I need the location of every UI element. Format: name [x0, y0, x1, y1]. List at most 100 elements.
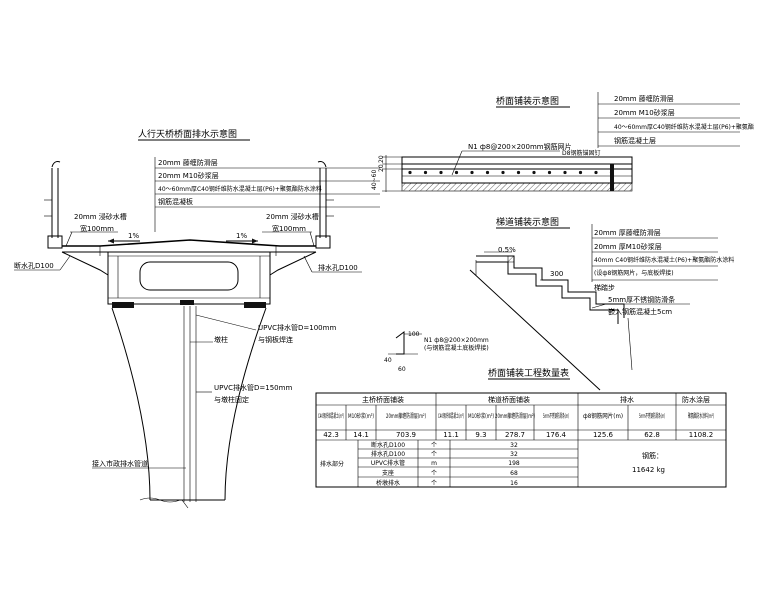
main-layer-2: 20mm M10砂浆层 [158, 171, 219, 180]
deck-dimensions: 20 20 40~60 [371, 155, 402, 192]
deck-mesh-label: N1 ф8@200×200mm钢筋网片 [468, 142, 572, 151]
steel-value: 11642 kg [632, 466, 665, 474]
deck-layer-2: 20mm M10砂浆层 [614, 108, 675, 117]
deck-dim-3: 40~60 [371, 170, 378, 190]
stair-layer-2: 20mm 厚M10砂浆层 [594, 242, 662, 251]
group-stair: 梯道桥面铺装 [488, 395, 530, 404]
rebar-dot [454, 170, 459, 175]
stair-layer-4: (设ф8钢筋网片，与底板焊接) [594, 269, 674, 277]
table-header-cell: ф8钢筋网片(m) [583, 412, 623, 420]
table-value-cell: 703.9 [396, 431, 416, 439]
upvc100-label-1: UPVC排水管D=100mm [258, 323, 336, 332]
rebar-dot [423, 170, 428, 175]
drain-item-name: 桥墩排水 [376, 479, 400, 487]
column-label: 墩柱 [214, 335, 228, 344]
stair-layer-3: 40mm C40钢纤维防水混凝土(P6)+聚氨酯防水涂料 [594, 256, 734, 264]
rebar-dot [408, 170, 412, 175]
table-value-cell: 14.1 [353, 431, 369, 439]
deck-layer-3: 40～60mm厚C40钢纤维防水混凝土层(P6)+聚氨酯 [614, 123, 754, 131]
railing-right [315, 161, 334, 249]
stair-title: 梯道铺装示意图 [496, 216, 559, 228]
table-header-row: C40钢纤维混凝土(m³)M10砂浆(m³)20mm藤缠防滑层(m²)C40钢纤… [318, 412, 714, 420]
table-header-cell: C40钢纤维混凝土(m³) [438, 412, 464, 420]
railing-left [44, 161, 63, 249]
deck-dim-1: 20 [378, 155, 385, 163]
drain-item-unit: 个 [431, 480, 437, 487]
drain-item-name: 断水孔D100 [371, 441, 405, 449]
slope-left-label: 1% [128, 232, 139, 240]
mesh-dim-60: 60 [398, 366, 406, 373]
slope-right-label: 1% [236, 232, 247, 240]
table-header-cell: 20mm藤缠防滑层(m²) [495, 412, 535, 420]
box-girder [107, 251, 271, 308]
rebar-dot [532, 170, 536, 175]
steel-label: 钢筋： [642, 451, 663, 460]
group-drain: 排水 [620, 395, 634, 404]
table-header-cell: 20mm藤缠防滑层(m²) [386, 412, 426, 420]
drain-item-qty: 32 [510, 451, 518, 458]
group-waterproof: 防水涂层 [682, 395, 710, 404]
stair-layer-5: 梯踏步 [594, 283, 615, 292]
drain-left-label-1: 20mm 浸砂水槽 [74, 212, 127, 221]
drain-group-label: 排水部分 [320, 460, 344, 468]
pier-column [111, 306, 267, 509]
drain-item-unit: 个 [431, 470, 437, 477]
upvc100-label-2: 与钢板焊连 [258, 335, 293, 344]
deck-layer-1: 20mm 藤缠防滑层 [614, 94, 674, 103]
table-header-cell: M10砂浆(m³) [348, 412, 374, 420]
pipe-left-label: 断水孔D100 [14, 261, 54, 270]
table-value-cell: 9.3 [475, 431, 486, 439]
deck-detail: 桥面铺装示意图 20mm 藤缠防滑层 20mm M10砂浆层 40～60mm厚C… [371, 92, 754, 192]
deck-slab [61, 239, 317, 276]
table-header-cell: M10砂浆(m³) [468, 412, 494, 420]
table-header-cell: C40钢纤维混凝土(m³) [318, 412, 344, 420]
drain-item-name: UPVC排水管 [371, 459, 405, 467]
stair-tread-dim: 300 [550, 270, 563, 278]
rebar-dot [439, 170, 443, 175]
stair-slope-label: 0.5% [498, 246, 516, 254]
inlet-label: 接入市政排水管道 [92, 459, 148, 468]
drain-right-label-2: 宽100mm [272, 224, 306, 233]
drain-item-name: 排水孔D100 [371, 450, 405, 458]
table-value-cell: 42.3 [323, 431, 339, 439]
table-header-cell: 5mm不锈钢防滑条(m) [543, 412, 569, 420]
drain-item-unit: 个 [431, 442, 437, 449]
pipe-right-label: 排水孔D100 [318, 263, 358, 272]
rebar-dot [501, 170, 505, 175]
drain-item-qty: 32 [510, 442, 518, 449]
main-layer-3: 40～60mm厚C40钢纤维防水混凝土层(P6)+聚氨酯防水涂料 [158, 185, 322, 193]
rebar-dot [563, 170, 567, 175]
rebar-dot [516, 170, 521, 175]
stair-edge-label-2: 嵌入钢筋混凝土5cm [608, 307, 672, 316]
stair-edge-label-1: 5mm厚不锈钢防滑条 [608, 295, 675, 304]
deck-bar-label: D8钢筋锚固钉 [562, 149, 600, 157]
quantity-table: 桥面铺装工程数量表 主桥桥面铺装 梯道桥面铺装 排水 防水涂层 C40钢纤维混凝… [315, 367, 727, 488]
table-value-cell: 176.4 [546, 431, 567, 439]
mesh-bar-detail: 100 40 60 N1 ф8@200×200mm (与钢筋混凝土底板焊接) [384, 331, 489, 373]
drain-item-unit: m [431, 460, 437, 467]
table-value-cell: 125.6 [593, 431, 614, 439]
group-main: 主桥桥面铺装 [362, 395, 404, 404]
slope-arrows: 1% 1% [108, 232, 258, 244]
rebar-dot [470, 170, 474, 175]
drain-item-qty: 16 [510, 480, 518, 487]
drain-item-qty: 68 [510, 470, 518, 477]
table-header-cell: 聚氨酯防水涂料(m²) [688, 412, 714, 420]
drain-item-name: 支座 [382, 469, 394, 477]
stair-detail: 梯道铺装示意图 20mm 厚藤缠防滑层 20mm 厚M10砂浆层 40mm C4… [469, 216, 734, 391]
mesh-label-1: N1 ф8@200×200mm [424, 337, 489, 344]
drain-item-qty: 198 [508, 460, 520, 467]
mesh-label-2: (与钢筋混凝土底板焊接) [424, 344, 489, 352]
rebar-dot [578, 170, 583, 175]
drain-right-label-1: 20mm 浸砂水槽 [266, 212, 319, 221]
drain-item-unit: 个 [431, 451, 437, 458]
drain-left-label-2: 宽100mm [80, 224, 114, 233]
upvc150-label-1: UPVC排水管D=150mm [214, 383, 292, 392]
deck-title: 桥面铺装示意图 [496, 95, 559, 107]
table-title: 桥面铺装工程数量表 [488, 367, 569, 379]
rebar-dot [485, 170, 490, 175]
table-value-cell: 11.1 [443, 431, 459, 439]
main-layer-4: 钢筋混凝板 [158, 197, 193, 206]
